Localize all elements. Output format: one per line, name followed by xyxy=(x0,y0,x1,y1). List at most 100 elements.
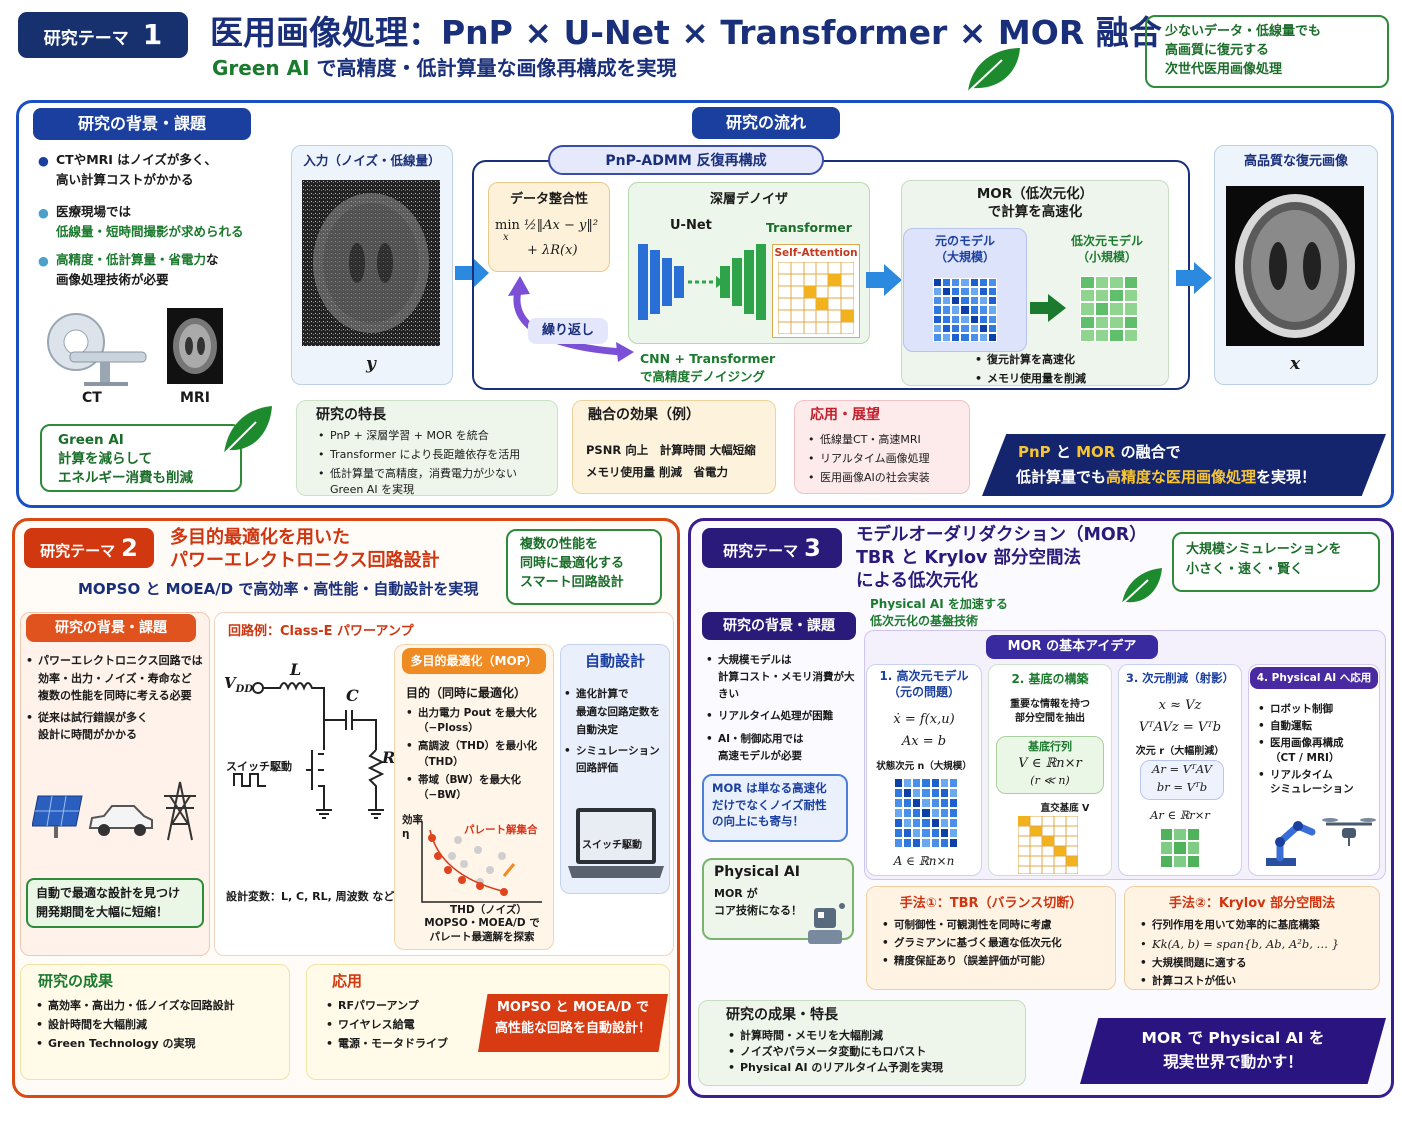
vdd-symbol: V xyxy=(224,674,236,692)
matrix-cell xyxy=(987,287,997,297)
t2-circuit-title: 回路例：Class-E パワーアンプ xyxy=(228,624,414,639)
t2-mop-item: 出力電力 Pout を最大化 （−Ploss） xyxy=(406,706,552,736)
matrix-cell xyxy=(942,305,952,315)
matrix-cell xyxy=(1123,276,1138,290)
matrix-cell xyxy=(894,838,904,848)
robot-arm-icon xyxy=(1266,821,1316,866)
matrix-cell xyxy=(939,828,949,838)
t2-inductor-label: L xyxy=(290,660,302,679)
laptop-icon xyxy=(568,808,664,878)
matrix-cell xyxy=(903,838,913,848)
matrix-cell xyxy=(921,778,931,788)
matrix-cell xyxy=(933,296,943,306)
t1-feature-item: 低計算量で高精度，消費電力が少ない Green AI を実現 xyxy=(318,466,554,498)
matrix-cell xyxy=(933,278,943,288)
matrix-cell xyxy=(1173,828,1187,842)
t2-app-list: RFパワーアンプ ワイヤレス給電 電源・モータドライブ xyxy=(326,998,476,1055)
t3-col4-item: 自動運転 xyxy=(1258,719,1376,733)
matrix-cell xyxy=(978,296,988,306)
t2-banner xyxy=(478,994,668,1052)
mri-label: MRI xyxy=(180,390,210,406)
t2-mop-title: 多目的最適化（MOP） xyxy=(402,648,546,674)
t1-bg-item-highlight: 高精度・低計算量・省電力 xyxy=(56,252,207,267)
t2-mop-item: 高調波（THD）を最小化 （THD） xyxy=(406,739,552,769)
t3-col2-title: 2. 基底の構築 xyxy=(1011,672,1089,686)
t1-banner-line2: 低計算量でも高精度な医用画像処理を実現！ xyxy=(1016,466,1316,487)
t1-small-matrix xyxy=(1080,276,1138,342)
matrix-cell xyxy=(933,323,943,333)
t3-title: モデルオーダリダクション（MOR） TBR と Krylov 部分空間法 による… xyxy=(856,525,1147,591)
t1-features-title: 研究の特長 xyxy=(316,407,386,423)
t3-method2-list: 行列作用を用いて効率的に基底構築 Kk(A, b) = span{b, Ab, … xyxy=(1140,918,1376,992)
t3-banner-text: MOR で Physical AI を 現実世界で動かす！ xyxy=(1141,1029,1325,1072)
matrix-cell xyxy=(987,314,997,324)
matrix-cell xyxy=(1186,841,1200,855)
formula-term2: + λR(x) xyxy=(527,242,578,258)
t2-app-item: 電源・モータドライブ xyxy=(326,1036,476,1052)
matrix-cell xyxy=(948,778,958,788)
t3-col3-eq3: Ar = VᵀAV xyxy=(1152,762,1212,776)
t1-bg-item: ●高精度・低計算量・省電力な 画像処理技術が必要 xyxy=(38,252,219,287)
ct-label: CT xyxy=(82,390,102,406)
t1-loop-label: 繰り返し xyxy=(528,318,608,344)
matrix-cell xyxy=(930,838,940,848)
t1-flow-title: 研究の流れ xyxy=(692,107,840,139)
matrix-cell xyxy=(987,296,997,306)
t3-method1-item: 精度保証あり（誤差評価が可能） xyxy=(882,954,1112,969)
t1-large-matrix xyxy=(933,278,997,342)
t3-col3-note: 次元 r（大幅削減） xyxy=(1135,746,1225,757)
t2-efficiency-label: 効率 η xyxy=(402,814,423,840)
matrix-cell xyxy=(1123,315,1138,329)
t3-mor-note: MOR は単なる高速化 だけでなくノイズ耐性 の向上にも寄与！ xyxy=(702,774,848,842)
t1-transformer-label: Transformer xyxy=(766,220,852,235)
header-callout: 少ないデータ・低線量でも 高画質に復元する 次世代医用画像処理 xyxy=(1145,15,1389,88)
t2-subtitle: MOPSO と MOEA/D で高効率・高性能・自動設計を実現 xyxy=(78,580,479,598)
theme2-badge-number: 2 xyxy=(121,534,138,562)
theme3-badge-number: 3 xyxy=(804,534,821,562)
t1-banner xyxy=(982,434,1386,496)
t1-mor-note: メモリ使用量を削減 xyxy=(975,371,1145,387)
mri-image-icon xyxy=(167,308,223,384)
matrix-cell xyxy=(1080,328,1095,342)
t1-banner-line1: PnP と MOR の融合で xyxy=(1018,441,1181,462)
solar-panel-icon xyxy=(32,795,83,838)
t3-col2-note: 直交基底 V xyxy=(1040,803,1090,814)
formula-sub: x xyxy=(503,231,509,243)
t3-col1-dim: A ∈ ℝn×n xyxy=(893,854,955,868)
pareto-chart xyxy=(421,822,542,903)
matrix-cell xyxy=(894,808,904,818)
matrix-cell xyxy=(930,808,940,818)
t3-col2-eq2: (r ≪ n) xyxy=(1030,774,1070,787)
t2-results-title: 研究の成果 xyxy=(38,972,114,990)
matrix-cell xyxy=(969,278,979,288)
theme3-badge-label: 研究テーマ xyxy=(723,542,799,560)
matrix-cell xyxy=(969,314,979,324)
matrix-cell xyxy=(948,808,958,818)
drone-icon xyxy=(1322,818,1376,846)
banner-fusion: の融合で xyxy=(1115,443,1181,461)
t3-col2-text: 重要な情報を持つ 部分空間を抽出 xyxy=(1010,699,1090,724)
matrix-cell xyxy=(912,828,922,838)
t3-method2-item: 計算コストが低い xyxy=(1140,974,1376,989)
matrix-cell xyxy=(930,798,940,808)
matrix-cell xyxy=(1109,302,1124,316)
t1-app-title: 応用・展望 xyxy=(810,407,880,423)
matrix-cell xyxy=(1109,289,1124,303)
t1-effect-title: 融合の効果（例） xyxy=(588,407,700,423)
t1-app-item: リアルタイム画像処理 xyxy=(808,451,968,467)
t2-result-item: 設計時間を大幅削減 xyxy=(36,1017,286,1033)
t1-green-ai-box: Green AI 計算を減らして エネルギー消費も削減 xyxy=(40,424,242,492)
t3-col4-item: リアルタイム シミュレーション xyxy=(1258,768,1376,796)
t3-result-item: 計算時間・メモリを大幅削減 xyxy=(728,1028,1020,1044)
theme3-badge: 研究テーマ 3 xyxy=(702,528,842,568)
t1-app-list: 低線量CT・高速MRI リアルタイム画像処理 医用画像AIの社会実装 xyxy=(808,432,968,489)
t2-auto-list: 進化計算で 最適な回路定数を 自動決定 シミュレーション 回路評価 xyxy=(564,686,668,781)
matrix-cell xyxy=(894,788,904,798)
matrix-cell xyxy=(1173,854,1187,868)
matrix-cell xyxy=(1160,854,1174,868)
matrix-cell xyxy=(960,287,970,297)
matrix-cell xyxy=(978,278,988,288)
matrix-cell xyxy=(978,287,988,297)
t3-method2-title: 手法②：Krylov 部分空間法 xyxy=(1168,896,1336,911)
